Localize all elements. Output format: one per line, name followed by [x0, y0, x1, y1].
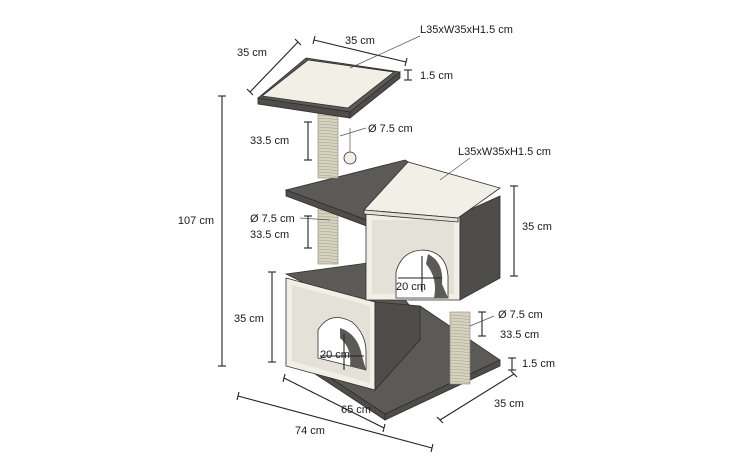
rope-wrap-line: [449, 320, 471, 323]
rope-wrap-line: [317, 230, 339, 233]
rope-wrap-line: [449, 356, 471, 359]
rope-wrap-line: [317, 257, 339, 260]
label-middle-post-diameter: Ø 7.5 cm: [250, 213, 295, 225]
label-lower-hole: 20 cm: [320, 349, 350, 361]
rope-wrap-line: [317, 254, 339, 257]
rope-wrap-line: [449, 353, 471, 356]
rope-wrap-line: [317, 162, 339, 165]
rope-wrap-line: [317, 141, 339, 144]
label-upper-post-height: 33.5 cm: [250, 135, 289, 147]
rope-wrap-line: [317, 174, 339, 177]
label-top-width: 35 cm: [345, 35, 375, 47]
rope-wrap-line: [449, 365, 471, 368]
rope-wrap-line: [317, 126, 339, 129]
label-base-depth: 35 cm: [494, 398, 524, 410]
label-base-width: 65 cm: [341, 404, 371, 416]
label-top-board-spec: L35xW35xH1.5 cm: [420, 24, 513, 36]
rope-wrap-line: [317, 165, 339, 168]
rope-wrap-line: [317, 123, 339, 126]
rope-wrap-line: [449, 368, 471, 371]
rope-wrap-line: [317, 129, 339, 132]
rope-wrap-line: [317, 215, 339, 218]
label-middle-post-height: 33.5 cm: [250, 229, 289, 241]
rope-wrap-line: [449, 374, 471, 377]
rope-wrap-line: [449, 329, 471, 332]
rope-wrap-line: [317, 233, 339, 236]
label-right-post-height: 33.5 cm: [500, 329, 539, 341]
rope-wrap-line: [449, 347, 471, 350]
rope-wrap-line: [317, 159, 339, 162]
rope-wrap-line: [449, 323, 471, 326]
rope-wrap-line: [317, 156, 339, 159]
dimension-labels: 35 cm 35 cm L35xW35xH1.5 cm 1.5 cm 33.5 …: [178, 24, 555, 437]
label-total-height: 107 cm: [178, 215, 214, 227]
rope-wrap-line: [317, 239, 339, 242]
rope-wrap-line: [317, 260, 339, 263]
rope-wrap-line: [317, 135, 339, 138]
rope-wrap-line: [449, 332, 471, 335]
rope-wrap-line: [317, 168, 339, 171]
right-lower-post: [449, 311, 471, 385]
rope-wrap-line: [317, 138, 339, 141]
label-right-post-diameter: Ø 7.5 cm: [498, 309, 543, 321]
rope-wrap-line: [449, 377, 471, 380]
rope-wrap-line: [317, 171, 339, 174]
rope-wrap-line: [317, 248, 339, 251]
label-cube-board-spec: L35xW35xH1.5 cm: [458, 146, 551, 158]
rope-wrap-line: [317, 114, 339, 117]
rope-wrap-line: [317, 150, 339, 153]
rope-wrap-line: [449, 350, 471, 353]
rope-wrap-line: [449, 380, 471, 383]
rope-wrap-line: [449, 326, 471, 329]
rope-wrap-line: [317, 221, 339, 224]
label-base-thickness: 1.5 cm: [522, 358, 555, 370]
rope-wrap-line: [449, 335, 471, 338]
rope-wrap-line: [449, 338, 471, 341]
rope-wrap-line: [449, 317, 471, 320]
rope-wrap-line: [317, 236, 339, 239]
label-total-width: 74 cm: [295, 425, 325, 437]
rope-wrap-line: [317, 224, 339, 227]
rope-wrap-line: [449, 359, 471, 362]
lower-cube: [284, 261, 421, 392]
rope-wrap-line: [317, 251, 339, 254]
rope-wrap-line: [317, 227, 339, 230]
rope-wrap-line: [449, 362, 471, 365]
label-top-thickness: 1.5 cm: [420, 70, 453, 82]
rope-wrap-line: [317, 245, 339, 248]
label-lower-cube-height: 35 cm: [234, 313, 264, 325]
rope-wrap-line: [317, 147, 339, 150]
toy-ball: [343, 151, 357, 165]
rope-wrap-line: [449, 314, 471, 317]
top-platform: [257, 57, 401, 119]
rope-wrap-line: [317, 132, 339, 135]
dimension-lines: [218, 35, 518, 453]
label-upper-hole: 20 cm: [396, 281, 426, 293]
upper-post: [317, 111, 357, 179]
rope-wrap-line: [449, 344, 471, 347]
rope-wrap-line: [449, 371, 471, 374]
rope-wrap-line: [317, 242, 339, 245]
label-upper-cube-height: 35 cm: [522, 221, 552, 233]
rope-wrap-line: [317, 120, 339, 123]
label-upper-post-diameter: Ø 7.5 cm: [368, 123, 413, 135]
rope-wrap-line: [317, 117, 339, 120]
label-top-depth: 35 cm: [237, 47, 267, 59]
rope-wrap-line: [449, 341, 471, 344]
rope-wrap-line: [317, 153, 339, 156]
rope-wrap-line: [317, 144, 339, 147]
